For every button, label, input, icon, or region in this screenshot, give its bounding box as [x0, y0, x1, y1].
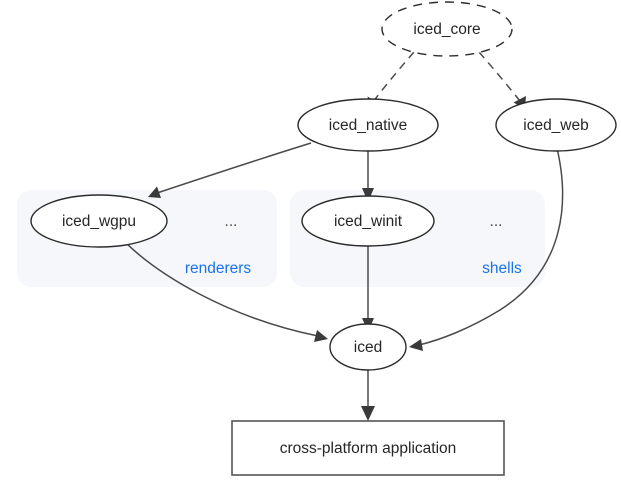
- edge-iced-wgpu-to-iced: [123, 240, 328, 342]
- edge-arrowhead: [361, 406, 375, 421]
- edge-path: [156, 142, 312, 194]
- node-iced-core-label: iced_core: [413, 21, 480, 38]
- node-iced-native-label: iced_native: [329, 117, 407, 134]
- node-iced-winit-shape[interactable]: [301, 195, 435, 247]
- edge-path: [372, 51, 415, 103]
- node-iced-core[interactable]: iced_core: [381, 1, 513, 57]
- node-application-label: cross-platform application: [280, 440, 457, 457]
- edge-iced-web-to-iced: [409, 143, 564, 351]
- cluster-shells-label: shells: [482, 260, 522, 277]
- node-iced-wgpu-shape[interactable]: [30, 194, 168, 248]
- edge-iced-to-application: [361, 368, 375, 421]
- edge-arrowhead: [409, 339, 423, 351]
- node-iced-winit[interactable]: iced_winit: [301, 195, 435, 247]
- edge-arrowhead: [148, 186, 161, 198]
- node-cross-platform-application[interactable]: cross-platform application: [231, 420, 505, 476]
- node-iced-shape[interactable]: [329, 323, 407, 371]
- node-iced-web[interactable]: iced_web: [495, 98, 617, 152]
- edge-iced-core-to-iced-web: [478, 51, 526, 109]
- edge-path: [418, 143, 564, 346]
- edge-path: [123, 240, 319, 337]
- edge-path: [478, 51, 521, 102]
- node-iced-label: iced: [354, 339, 382, 356]
- node-iced-wgpu[interactable]: iced_wgpu: [30, 194, 168, 248]
- node-iced[interactable]: iced: [329, 323, 407, 371]
- edge-iced-native-to-iced-wgpu: [148, 142, 312, 198]
- edge-iced-native-to-iced-winit: [362, 144, 374, 202]
- node-iced-winit-label: iced_winit: [334, 213, 403, 230]
- cluster-renderers-ellipsis: ...: [225, 213, 238, 230]
- node-iced-core-shape[interactable]: [381, 1, 513, 57]
- node-iced-web-shape[interactable]: [495, 98, 617, 152]
- node-iced-native-shape[interactable]: [297, 98, 439, 152]
- cluster-shells-ellipsis: ...: [490, 213, 503, 230]
- cluster-renderers-label: renderers: [185, 260, 252, 277]
- node-iced-native[interactable]: iced_native: [297, 98, 439, 152]
- node-iced-wgpu-label: iced_wgpu: [62, 213, 136, 230]
- edge-arrowhead: [314, 330, 328, 342]
- edge-arrowhead: [362, 188, 374, 202]
- node-application-shape[interactable]: [231, 420, 505, 476]
- node-iced-web-label: iced_web: [523, 117, 589, 134]
